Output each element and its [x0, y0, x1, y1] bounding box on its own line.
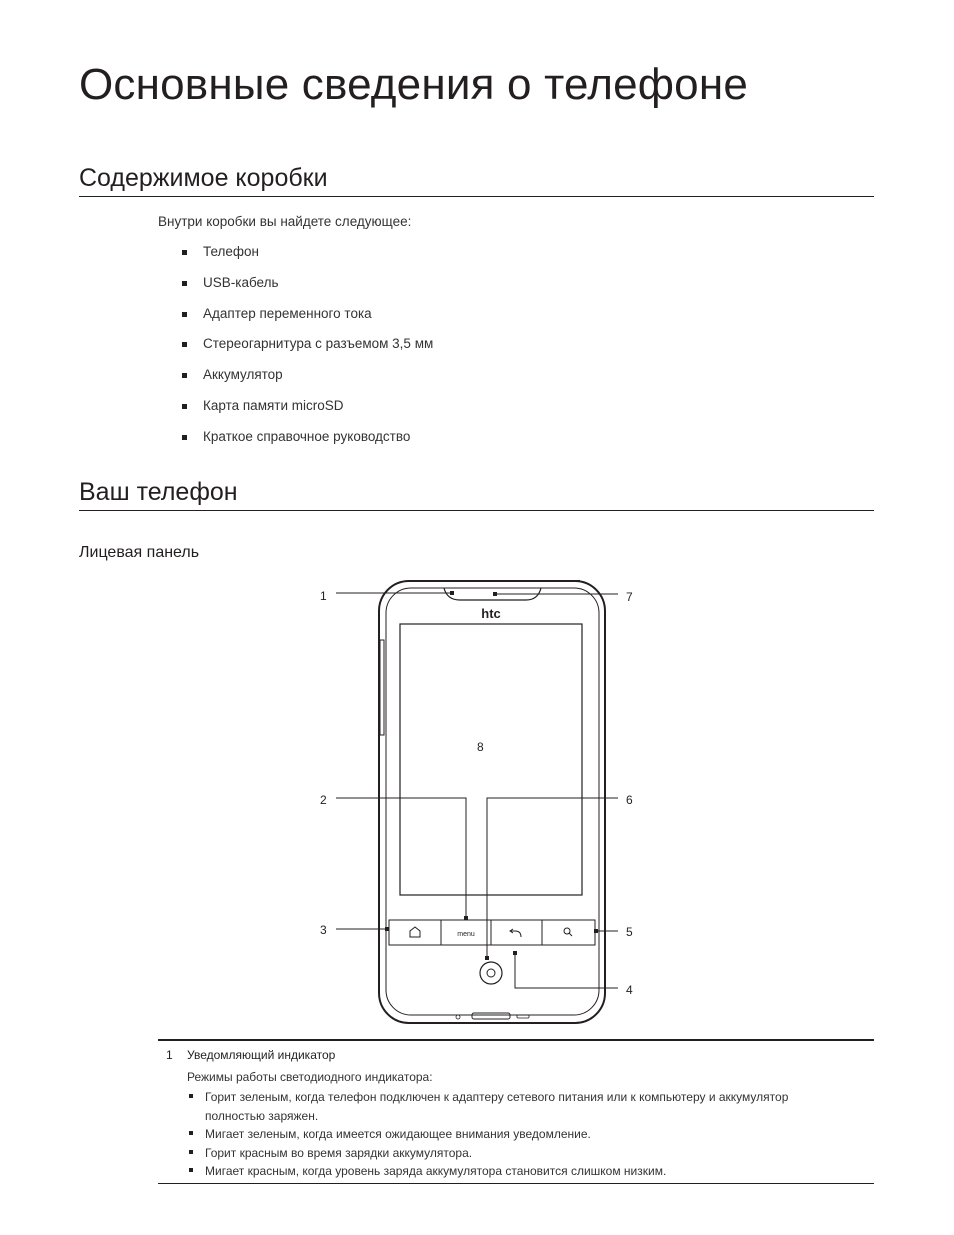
- microphone: [455, 1014, 461, 1020]
- callout-number-5: 5: [626, 925, 633, 939]
- callout-number-1: 1: [320, 589, 327, 603]
- phone-bezel: [385, 587, 600, 1016]
- description-number: 1: [166, 1048, 173, 1062]
- trackball-icon: [479, 961, 503, 985]
- notification-led-description: 1 Уведомляющий индикатор Режимы работы с…: [158, 1039, 874, 1184]
- volume-key: [379, 639, 385, 736]
- list-item: Стереогарнитура с разъемом 3,5 мм: [180, 336, 433, 367]
- list-item: USB-кабель: [180, 275, 433, 306]
- page-title: Основные сведения о телефоне: [79, 60, 748, 109]
- box-contents-intro: Внутри коробки вы найдете следующее:: [158, 214, 412, 229]
- search-icon: [563, 927, 573, 937]
- callout-number-2: 2: [320, 793, 327, 807]
- callout-line-2: [336, 797, 467, 918]
- screen: [399, 623, 583, 896]
- section-heading-box-contents: Содержимое коробки: [79, 164, 874, 197]
- callout-number-8: 8: [477, 740, 484, 754]
- list-item: Мигает красным, когда уровень заряда акк…: [187, 1162, 837, 1181]
- list-item: Краткое справочное руководство: [180, 429, 433, 460]
- list-item: Мигает зеленым, когда имеется ожидающее …: [187, 1125, 837, 1144]
- callout-number-3: 3: [320, 923, 327, 937]
- callout-number-4: 4: [626, 983, 633, 997]
- strap-hole: [516, 1014, 530, 1019]
- list-item: Горит зеленым, когда телефон подключен к…: [187, 1088, 837, 1125]
- back-arrow-icon: [509, 928, 522, 938]
- home-icon: [409, 926, 421, 938]
- usb-port: [471, 1012, 511, 1020]
- box-contents-list: Телефон USB-кабель Адаптер переменного т…: [180, 244, 433, 460]
- callout-line-4: [514, 953, 618, 989]
- phone-body-outline: [378, 580, 606, 1024]
- phone-front-diagram: htc menu 1 2 3: [320, 580, 633, 1024]
- list-item: Горит красным во время зарядки аккумулят…: [187, 1144, 837, 1163]
- front-panel-subheading: Лицевая панель: [79, 544, 200, 561]
- callout-number-7: 7: [626, 590, 633, 604]
- callout-number-6: 6: [626, 793, 633, 807]
- description-title: Уведомляющий индикатор: [187, 1048, 336, 1062]
- section-heading-your-phone: Ваш телефон: [79, 478, 874, 511]
- list-item: Телефон: [180, 244, 433, 275]
- callout-line-6: [486, 797, 618, 958]
- led-modes-list: Горит зеленым, когда телефон подключен к…: [187, 1088, 837, 1181]
- list-item: Карта памяти microSD: [180, 398, 433, 429]
- list-item: Адаптер переменного тока: [180, 306, 433, 337]
- htc-logo: htc: [481, 606, 501, 621]
- list-item: Аккумулятор: [180, 367, 433, 398]
- menu-key-label: menu: [457, 931, 475, 938]
- description-intro: Режимы работы светодиодного индикатора:: [187, 1070, 433, 1084]
